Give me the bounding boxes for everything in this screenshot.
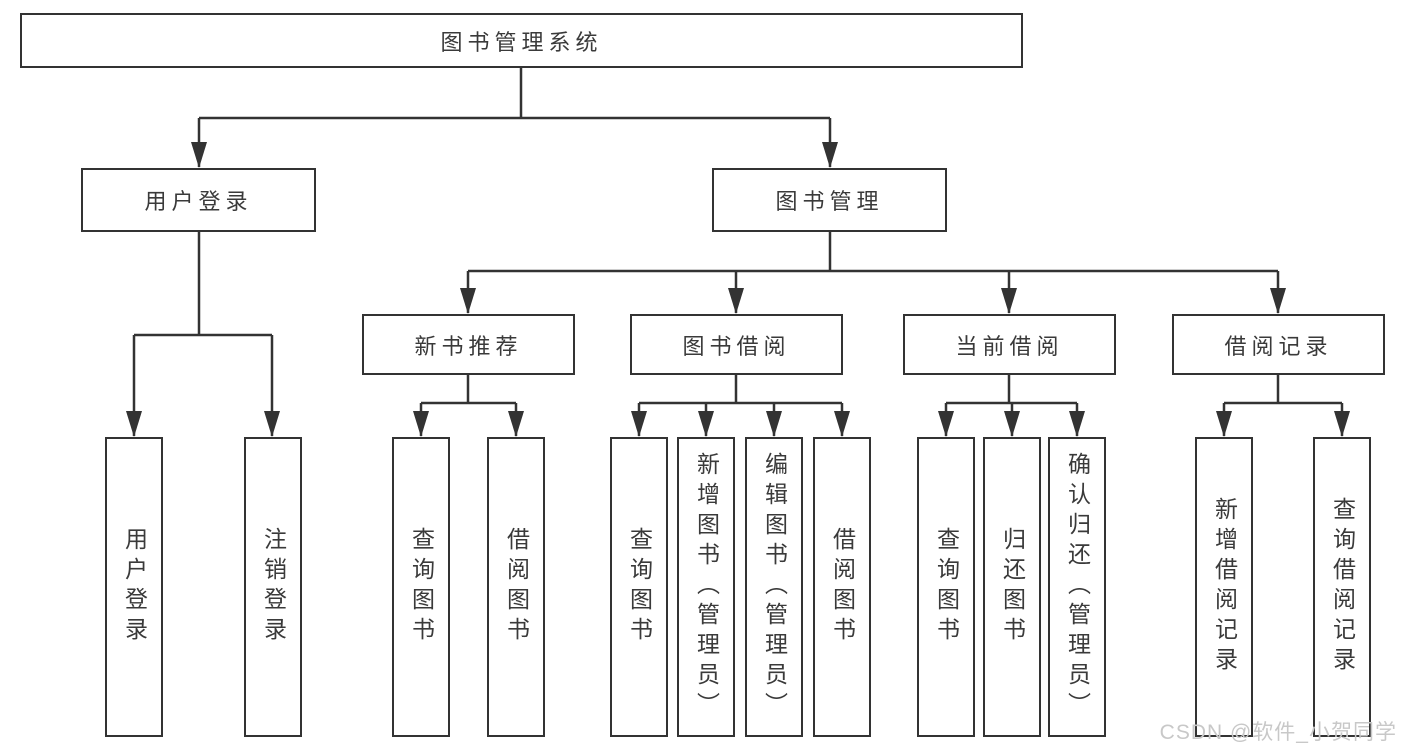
leaf-confirm-return-admin: 确认归还（管理员） (1048, 437, 1106, 737)
leaf-query-books-borrow-label: 查询图书 (626, 527, 653, 647)
leaf-borrow-books: 借阅图书 (813, 437, 871, 737)
csdn-watermark: CSDN @软件_小贺同学 (1159, 721, 1397, 744)
node-new-book-recommend-label: 新书推荐 (414, 333, 523, 359)
node-user-login: 用户登录 (81, 168, 316, 232)
leaf-edit-book-admin: 编辑图书（管理员） (745, 437, 803, 737)
leaf-borrow-books-label: 借阅图书 (829, 527, 856, 647)
leaf-logout: 注销登录 (244, 437, 302, 737)
node-root-label: 图书管理系统 (440, 29, 603, 55)
leaf-query-books-current-label: 查询图书 (933, 527, 960, 647)
leaf-user-login-label: 用户登录 (121, 527, 148, 647)
leaf-add-book-admin-label: 新增图书（管理员） (693, 452, 720, 722)
node-book-borrow-label: 图书借阅 (682, 333, 791, 359)
leaf-logout-label: 注销登录 (260, 527, 287, 647)
leaf-user-login: 用户登录 (105, 437, 163, 737)
node-current-borrow: 当前借阅 (903, 314, 1116, 375)
leaf-add-borrow-record: 新增借阅记录 (1195, 437, 1253, 737)
node-new-book-recommend: 新书推荐 (362, 314, 575, 375)
node-root: 图书管理系统 (20, 13, 1023, 68)
node-user-login-label: 用户登录 (144, 189, 253, 214)
leaf-query-borrow-record-label: 查询借阅记录 (1329, 497, 1356, 677)
node-book-borrow: 图书借阅 (630, 314, 843, 375)
leaf-add-book-admin: 新增图书（管理员） (677, 437, 735, 737)
leaf-query-books-current: 查询图书 (917, 437, 975, 737)
node-borrow-record-label: 借阅记录 (1224, 333, 1333, 359)
leaf-borrow-books-recommend: 借阅图书 (487, 437, 545, 737)
node-current-borrow-label: 当前借阅 (955, 333, 1064, 359)
leaf-add-borrow-record-label: 新增借阅记录 (1211, 497, 1238, 677)
leaf-return-book: 归还图书 (983, 437, 1041, 737)
leaf-query-books-recommend-label: 查询图书 (408, 527, 435, 647)
leaf-query-books-recommend: 查询图书 (392, 437, 450, 737)
leaf-confirm-return-admin-label: 确认归还（管理员） (1064, 452, 1091, 722)
leaf-edit-book-admin-label: 编辑图书（管理员） (761, 452, 788, 722)
leaf-borrow-books-recommend-label: 借阅图书 (503, 527, 530, 647)
leaf-return-book-label: 归还图书 (999, 527, 1026, 647)
leaf-query-borrow-record: 查询借阅记录 (1313, 437, 1371, 737)
leaf-query-books-borrow: 查询图书 (610, 437, 668, 737)
node-book-management: 图书管理 (712, 168, 947, 232)
node-book-management-label: 图书管理 (775, 189, 884, 214)
node-borrow-record: 借阅记录 (1172, 314, 1385, 375)
